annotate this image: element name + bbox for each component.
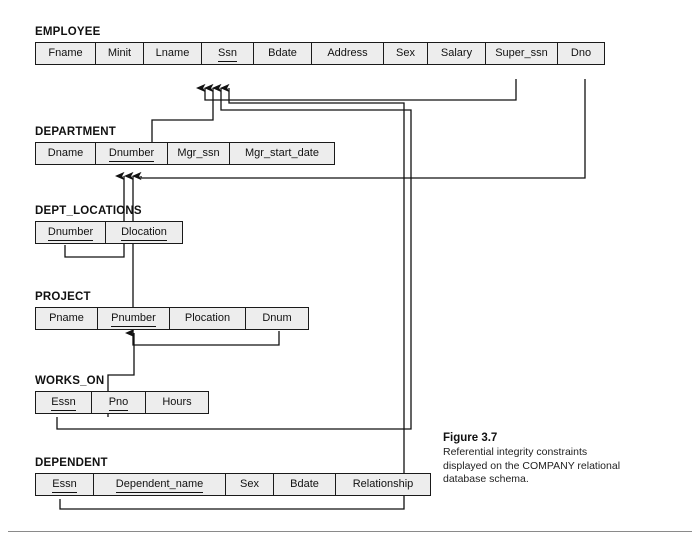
figure-caption: Figure 3.7 Referential integrity constra… [443, 432, 633, 487]
attribute-employee-dno[interactable]: Dno [558, 43, 604, 64]
relation-employee: EMPLOYEE Fname Minit Lname Ssn Bdate Add… [35, 26, 605, 65]
attribute-employee-bdate[interactable]: Bdate [254, 43, 312, 64]
attribute-dependent-essn[interactable]: Essn [36, 474, 94, 495]
attribute-employee-salary[interactable]: Salary [428, 43, 486, 64]
attribute-workson-essn[interactable]: Essn [36, 392, 92, 413]
attribute-row-department: Dname Dnumber Mgr_ssn Mgr_start_date [35, 142, 335, 165]
attribute-project-pnumber[interactable]: Pnumber [98, 308, 170, 329]
attribute-row-dept-locations: Dnumber Dlocation [35, 221, 183, 244]
relation-department: DEPARTMENT Dname Dnumber Mgr_ssn Mgr_sta… [35, 126, 335, 165]
attribute-dependent-sex[interactable]: Sex [226, 474, 274, 495]
fk-employee-superssn-to-employee-ssn [196, 79, 517, 101]
attribute-project-plocation[interactable]: Plocation [170, 308, 246, 329]
attribute-dependent-dependent-name[interactable]: Dependent_name [94, 474, 226, 495]
attribute-project-pname[interactable]: Pname [36, 308, 98, 329]
attribute-employee-super-ssn[interactable]: Super_ssn [486, 43, 558, 64]
relation-name-employee: EMPLOYEE [35, 26, 101, 38]
attribute-employee-address[interactable]: Address [312, 43, 384, 64]
attribute-department-dname[interactable]: Dname [36, 143, 96, 164]
attribute-dependent-relationship[interactable]: Relationship [336, 474, 430, 495]
attribute-deptlocations-dnumber[interactable]: Dnumber [36, 222, 106, 243]
attribute-department-mgr-start-date[interactable]: Mgr_start_date [230, 143, 334, 164]
attribute-deptlocations-dlocation[interactable]: Dlocation [106, 222, 182, 243]
relation-name-project: PROJECT [35, 291, 91, 303]
attribute-dependent-bdate[interactable]: Bdate [274, 474, 336, 495]
attribute-project-dnum[interactable]: Dnum [246, 308, 308, 329]
attribute-department-dnumber[interactable]: Dnumber [96, 143, 168, 164]
attribute-employee-fname[interactable]: Fname [36, 43, 96, 64]
attribute-employee-sex[interactable]: Sex [384, 43, 428, 64]
figure-caption-text: Referential integrity constraints displa… [443, 446, 621, 485]
attribute-employee-ssn[interactable]: Ssn [202, 43, 254, 64]
attribute-row-works-on: Essn Pno Hours [35, 391, 209, 414]
attribute-department-mgr-ssn[interactable]: Mgr_ssn [168, 143, 230, 164]
relation-works-on: WORKS_ON Essn Pno Hours [35, 375, 209, 414]
attribute-workson-hours[interactable]: Hours [146, 392, 208, 413]
relation-dept-locations: DEPT_LOCATIONS Dnumber Dlocation [35, 205, 183, 244]
relation-project: PROJECT Pname Pnumber Plocation Dnum [35, 291, 309, 330]
attribute-row-employee: Fname Minit Lname Ssn Bdate Address Sex … [35, 42, 605, 65]
attribute-employee-minit[interactable]: Minit [96, 43, 144, 64]
relation-dependent: DEPENDENT Essn Dependent_name Sex Bdate … [35, 457, 431, 496]
attribute-employee-lname[interactable]: Lname [144, 43, 202, 64]
relation-name-department: DEPARTMENT [35, 126, 117, 138]
relation-name-dependent: DEPENDENT [35, 457, 108, 469]
attribute-workson-pno[interactable]: Pno [92, 392, 146, 413]
attribute-row-dependent: Essn Dependent_name Sex Bdate Relationsh… [35, 473, 431, 496]
attribute-row-project: Pname Pnumber Plocation Dnum [35, 307, 309, 330]
figure-label: Figure 3.7 [443, 432, 498, 444]
relation-name-dept-locations: DEPT_LOCATIONS [35, 205, 142, 217]
footer-rule [8, 531, 692, 532]
relation-name-works-on: WORKS_ON [35, 375, 105, 387]
